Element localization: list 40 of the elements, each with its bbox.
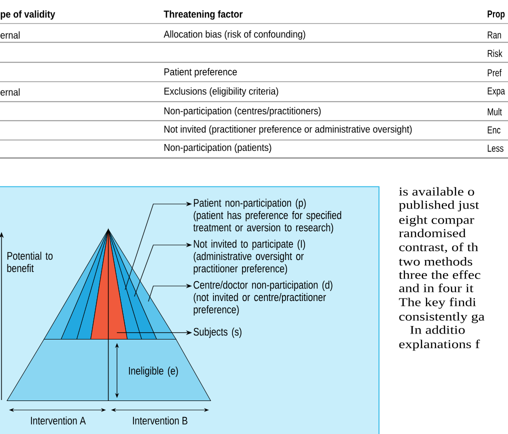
callout-text: Centre/doctor non-participation (d) (not invited or centre/practitioner preference): [194, 280, 332, 316]
dimension-label: Intervention A: [31, 416, 86, 425]
table-header: Threatening factor: [164, 10, 243, 20]
body-text-line: and in four it: [399, 284, 474, 292]
body-text-line: two methods: [398, 257, 472, 266]
table-cell: Ran: [488, 32, 501, 38]
table-cell: Mult: [488, 108, 502, 116]
callout-text: Patient non-participation (p) (patient has preference for specified treatment or aversion to research): [193, 198, 342, 234]
table-cell: Patient preference: [164, 68, 237, 78]
table-cell: ernal: [0, 31, 20, 39]
callout-text: Subjects (s): [194, 328, 242, 338]
table-cell: Expa: [488, 88, 505, 96]
table-cell: Less: [488, 144, 504, 152]
table-header: Prop: [488, 10, 505, 20]
axis-label: Potential to benefit: [7, 252, 53, 272]
table-cell: Non-participation (patients): [164, 144, 272, 153]
body-text-line: eight compar: [399, 215, 474, 226]
body-text-line: explanations f: [399, 340, 480, 351]
table-cell: Exclusions (eligibility criteria): [164, 87, 278, 97]
body-text-line: contrast, of th: [399, 242, 478, 253]
table-cell: Enc: [488, 126, 500, 134]
dimension-label: Intervention B: [133, 416, 188, 425]
body-text-line: published just: [398, 200, 480, 212]
table-cell: Pref: [488, 69, 502, 76]
body-text-line: The key findi: [398, 298, 476, 309]
callout-text: Not invited to participate (I) (administrative oversight or practitioner preference): [194, 240, 306, 275]
table-cell: Not invited (practitioner preference or administrative oversight): [164, 125, 412, 135]
pyramid-wedge: [90, 229, 128, 340]
body-text-line: is available o: [399, 187, 474, 196]
body-text-line: randomised: [399, 228, 466, 238]
body-text-line: In additio: [410, 325, 465, 334]
body-text-line: three the effec: [398, 270, 480, 279]
table-cell: Allocation bias (risk of confounding): [164, 30, 306, 40]
pyramid-label: Ineligible (e): [129, 366, 178, 377]
table-cell: Non-participation (centres/practitioners): [164, 107, 321, 116]
table-header: pe of validity: [0, 10, 56, 20]
table-cell: ernal: [0, 88, 20, 96]
body-text-line: consistently ga: [399, 312, 484, 324]
pyramid-band: [44, 229, 176, 340]
table-cell: Risk: [488, 50, 502, 57]
